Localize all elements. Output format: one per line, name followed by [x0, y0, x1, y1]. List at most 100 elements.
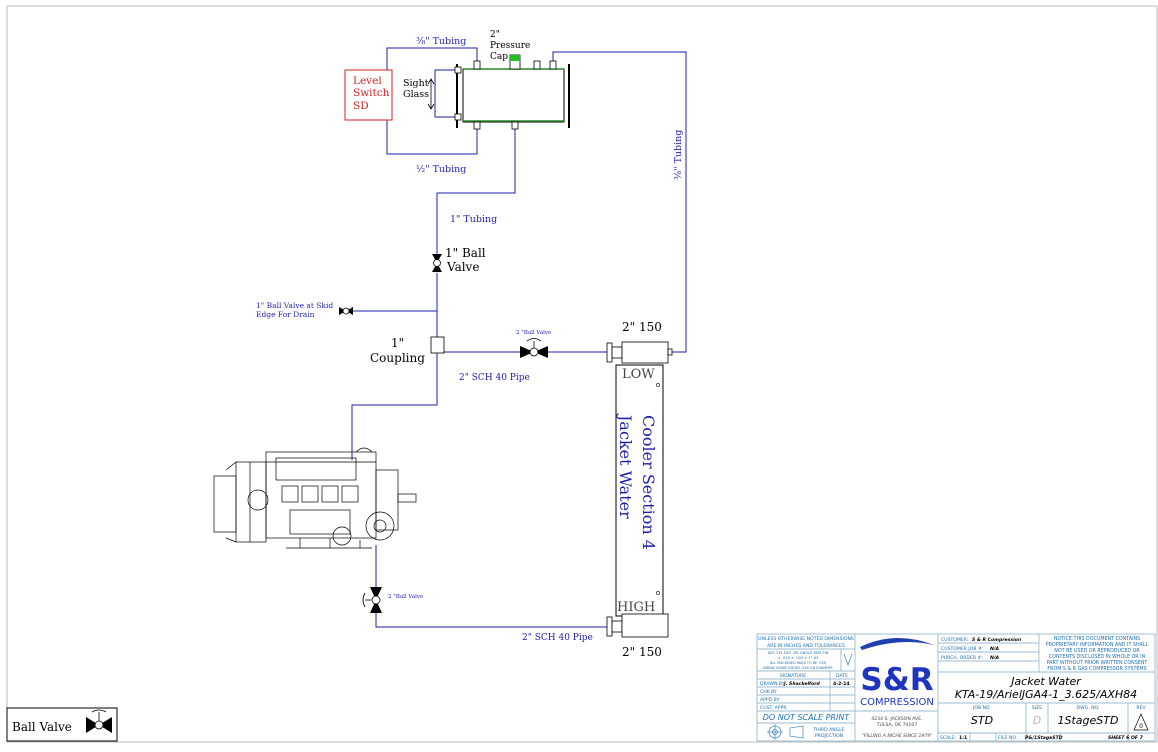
title-block: UNLESS OTHERWISE NOTED DIMENSIONS ARE IN…	[756, 633, 1156, 742]
ball-valve-2in-top-label: 2 "Ball Valve	[516, 330, 551, 336]
ball-valve-1in-label-1: 1" Ball	[445, 246, 486, 260]
sheet-border	[6, 5, 1158, 743]
scale-value: 1:1	[959, 735, 967, 741]
cooler-label-2: Jacket Water	[616, 413, 635, 519]
drain-valve-label-2: Edge For Drain	[256, 310, 315, 319]
tolerance-line-5: ALL MACHINED RADII TO BE .03R	[770, 661, 827, 665]
revision-triangle-icon	[1133, 713, 1149, 731]
drawn-date-value: 4-2-14	[833, 681, 850, 687]
notice-line-3: NOT BE USED OR REPRODUCED OR	[1054, 648, 1140, 654]
job-no-label: JOB NO.	[972, 705, 991, 711]
purch-order-label: PURCH. ORDER #:	[941, 655, 983, 661]
cooler-section	[606, 341, 673, 638]
pressure-cap-label-1: 2"	[490, 30, 500, 40]
notice-line-6: FROM S & R GAS COMPRESSOR SYSTEMS	[1047, 666, 1146, 672]
dwg-no-label: DWG. NO.	[1077, 705, 1100, 711]
rev-label: REV	[1136, 705, 1146, 711]
customer-job-label: CUSTOMER JOB #:	[941, 646, 984, 652]
coupling-label-1: 1"	[391, 336, 404, 350]
tolerance-line-1: UNLESS OTHERWISE NOTED DIMENSIONS	[758, 636, 854, 642]
tubing-1in-label: 1" Tubing	[450, 214, 497, 225]
engine-icon	[213, 447, 417, 549]
size-label: SIZE	[1032, 705, 1042, 711]
pressure-cap-label-2: Pressure	[490, 41, 530, 51]
ball-valve-1in-label-2: Valve	[446, 260, 479, 274]
file-label: FILE NO.:	[998, 735, 1019, 741]
cooler-label-1: Cooler Section 4	[639, 415, 658, 550]
drawing-title-1: Jacket Water	[1009, 675, 1082, 688]
coupling-icon	[430, 336, 445, 354]
notice-line-5: PART WITHOUT PRIOR WRITTEN CONSENT	[1047, 660, 1148, 666]
size-value: D	[1033, 714, 1041, 727]
flange-top-label: 2" 150	[622, 320, 662, 334]
pressure-cap-label-3: Cap	[490, 52, 508, 62]
diagram-labels: ⅜" Tubing 2" Pressure Cap Level Switch S…	[256, 30, 684, 659]
drawn-by-value: J. Shackelford	[783, 681, 820, 687]
third-angle-projection-icon	[767, 724, 804, 740]
customer-label: CUSTOMER:	[941, 637, 969, 643]
ball-valve-2in-bottom-label: 2 "Ball Valve	[388, 594, 423, 600]
tubing-right-label: ⅜" Tubing	[673, 130, 684, 180]
appd-by-label: APPD BY	[760, 697, 780, 703]
ball-valve-2in-bottom-icon	[362, 587, 382, 613]
scale-label: SCALE:	[940, 735, 957, 741]
tolerance-line-6: BREAK SHARP EDGES .03R OR CHAMFER	[763, 666, 833, 670]
third-angle-label-2: PROJECTION	[815, 733, 843, 739]
drain-valve-icon	[339, 307, 353, 315]
tubing-top-label: ⅜" Tubing	[416, 36, 466, 47]
cust-appr-label: CUST. APPR	[760, 705, 787, 711]
rev-value: 0	[1139, 723, 1143, 730]
tolerance-line-3: DEC 2PL DEC 3PL ANGLE RMS FIN	[768, 651, 829, 655]
legend-ball-valve-icon	[86, 709, 112, 733]
drain-valve-label-1: 1" Ball Valve at Skid	[256, 301, 333, 310]
company-logo: S&R COMPRESSION	[860, 637, 934, 708]
flange-bottom-label: 2" 150	[622, 645, 662, 659]
third-angle-label-1: THIRD ANGLE	[812, 727, 845, 733]
notice-line-4: CONTENTS DISCLOSED IN WHOLE OR IN	[1049, 654, 1146, 660]
pipe-bottom-label: 2" SCH 40 Pipe	[522, 633, 593, 643]
logo-text: S&R	[860, 662, 933, 698]
dwg-no-value: 1StageSTD	[1058, 714, 1119, 727]
low-label: LOW	[622, 367, 655, 382]
file-value: P&/1StageSTD	[1025, 735, 1063, 741]
pressure-cap	[510, 55, 520, 61]
notice-line-2: PROPRIETARY INFORMATION AND IT SHALL	[1046, 642, 1149, 648]
high-label: HIGH	[617, 600, 655, 615]
chk-by-label: CHK BY	[760, 689, 777, 695]
slogan: "FILLING A NICHE SINCE 1979"	[862, 733, 933, 739]
sight-glass-label-2: Glass	[403, 89, 429, 100]
sight-glass-label-1: Sight	[403, 78, 429, 89]
tubing-half-label: ½" Tubing	[416, 164, 466, 175]
signature-header: SIGNATURE	[780, 673, 806, 679]
coupling-label-2: Coupling	[370, 351, 425, 365]
piping-lines	[350, 47, 687, 628]
customer-job-value: N/A	[990, 646, 1000, 652]
pipe-top-label: 2" SCH 40 Pipe	[459, 373, 530, 383]
sheet-value: SHEET 6 OF 7	[1108, 735, 1144, 741]
customer-value: S & R Compression	[972, 637, 1021, 643]
ball-valve-2in-top-icon	[520, 338, 548, 358]
sight-glass-icon	[427, 78, 435, 110]
purch-order-value: N/A	[990, 655, 1000, 661]
legend-label: Ball Valve	[12, 720, 72, 734]
drawing-title-2: KTA-19/ArielJGA4-1_3.625/AXH84	[955, 688, 1137, 701]
surface-finish-icon	[843, 653, 853, 666]
tolerance-line-2: ARE IN INCHES AND TOLERANCES	[767, 643, 845, 649]
address-line-1: 4234 S. JACKSON AVE.	[871, 716, 922, 722]
job-no-value: STD	[971, 714, 993, 727]
do-not-scale-label: DO NOT SCALE PRINT	[763, 713, 851, 722]
level-switch-label-1: Level	[353, 75, 382, 87]
level-switch-box	[344, 69, 393, 121]
tolerance-line-4: ± .010 ± .005 ± 1° 63	[778, 656, 819, 660]
notice-line-1: NOTICE:THIS DOCUMENT CONTAINS	[1054, 636, 1140, 642]
ball-valve-1in-icon	[432, 254, 442, 272]
compression-label: COMPRESSION	[860, 697, 934, 708]
level-switch-label-3: SD	[353, 100, 369, 112]
legend: Ball Valve	[6, 707, 118, 742]
level-switch-label-2: Switch	[353, 87, 390, 99]
address-line-2: TULSA, OK 74107	[876, 722, 918, 728]
drawn-by-label: DRAWN BY:	[760, 681, 786, 687]
expansion-tank	[454, 54, 570, 130]
